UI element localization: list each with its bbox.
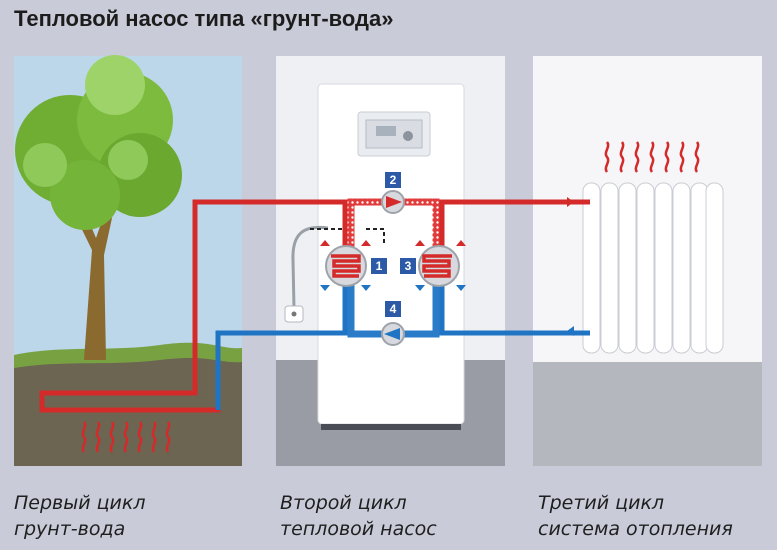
marker-4: 4 <box>385 301 401 317</box>
evaporator-icon <box>325 245 367 287</box>
caption-first-cycle-line1: Первый цикл <box>14 492 146 514</box>
panel-heating-system <box>533 56 762 466</box>
caption-first-cycle-line2: грунт-вода <box>14 518 126 540</box>
caption-third-cycle-line2: система отопления <box>538 518 733 540</box>
marker-1: 1 <box>371 258 387 274</box>
svg-text:4: 4 <box>390 302 397 316</box>
compressor-icon <box>381 190 405 214</box>
svg-text:2: 2 <box>390 173 397 187</box>
radiator-icon <box>582 182 724 354</box>
caption-first-cycle: Первый цикл грунт-вода <box>14 490 146 542</box>
ground-loop-pipes <box>39 199 385 413</box>
condenser-icon <box>418 245 460 287</box>
ground-heat-icon <box>81 421 171 453</box>
panel-heat-pump <box>276 56 505 466</box>
svg-text:3: 3 <box>405 259 412 273</box>
power-socket-icon <box>284 305 304 323</box>
heating-loop-pipes <box>439 199 590 336</box>
expansion-valve-icon <box>381 322 405 346</box>
caption-second-cycle-line2: тепловой насос <box>280 518 437 540</box>
control-panel-icon <box>357 111 431 157</box>
caption-third-cycle: Третий цикл система отопления <box>538 490 733 542</box>
caption-second-cycle: Второй цикл тепловой насос <box>280 490 437 542</box>
flow-arrows <box>320 197 574 336</box>
tree-icon <box>15 55 182 360</box>
caption-second-cycle-line1: Второй цикл <box>280 492 407 514</box>
panel-ground-water <box>14 55 242 466</box>
radiator-heat-icon <box>604 141 700 173</box>
marker-3: 3 <box>400 258 416 274</box>
svg-text:1: 1 <box>376 259 383 273</box>
diagram-title: Тепловой насос типа «грунт-вода» <box>14 6 394 31</box>
caption-third-cycle-line1: Третий цикл <box>538 492 665 514</box>
marker-2: 2 <box>385 172 401 188</box>
